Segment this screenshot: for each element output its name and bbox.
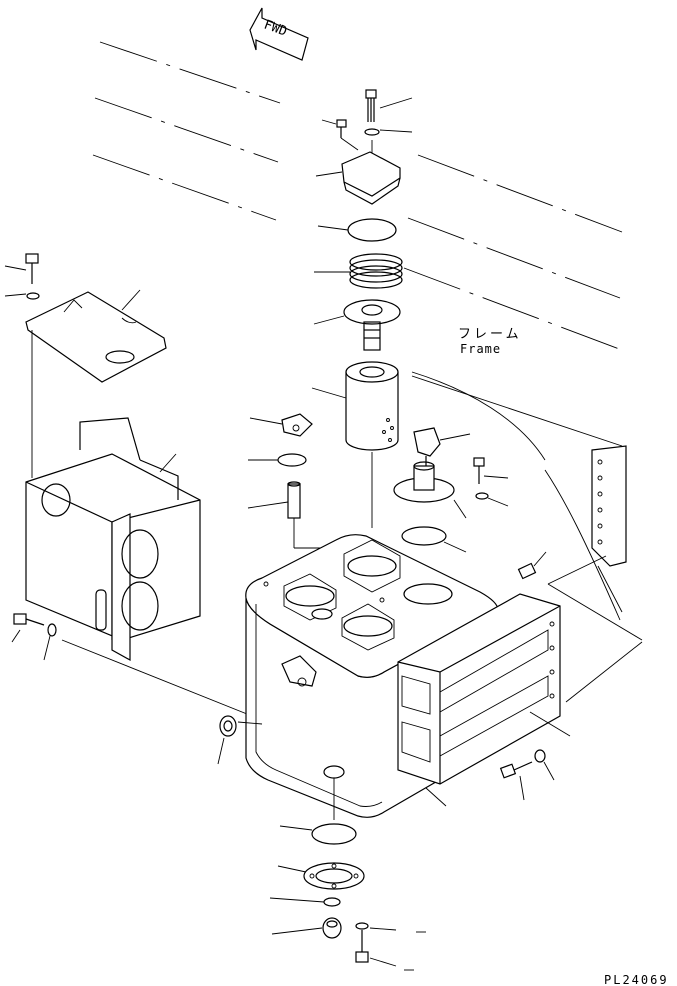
bracket-lower-washer-icon xyxy=(534,749,546,763)
small-bolt-icon xyxy=(336,119,347,138)
side-bracket-icon xyxy=(397,593,561,785)
cover-plate-icon xyxy=(25,291,167,383)
strainer-spring-icon xyxy=(349,253,403,289)
plug-icon xyxy=(517,562,537,580)
bottom-cover-icon xyxy=(303,862,365,890)
bottom-gasket-icon xyxy=(311,823,357,845)
o-ring-icon xyxy=(323,897,341,907)
mounting-plate-icon xyxy=(591,445,627,567)
frame-label-en: Frame xyxy=(460,342,501,356)
bottom-washer-icon xyxy=(355,922,369,930)
gasket-icon xyxy=(347,218,397,242)
filter-element-icon xyxy=(345,361,399,451)
drain-plug-icon xyxy=(219,715,237,737)
bolt-icon xyxy=(365,89,377,122)
suction-flange-icon xyxy=(393,461,455,503)
frame-reference-lines-right xyxy=(403,154,623,621)
flange-bolt-icon xyxy=(473,457,485,484)
bracket-washer-icon xyxy=(47,623,57,637)
breather-cap-icon xyxy=(281,413,313,437)
drawing-code: PL24069 xyxy=(604,973,669,986)
washer-icon xyxy=(364,128,380,136)
seal-ring-icon xyxy=(277,453,307,467)
frame-label-jp: フレーム xyxy=(458,327,522,342)
plate-washer-icon xyxy=(26,292,40,300)
bottom-bolt-icon xyxy=(355,930,369,963)
bracket-box-icon xyxy=(25,417,201,662)
relief-valve-icon xyxy=(413,427,441,466)
bracket-lower-bolt-icon xyxy=(499,761,533,779)
cover-flange-icon xyxy=(343,299,401,351)
flange-gasket-icon xyxy=(401,526,447,546)
frame-reference-lines-left xyxy=(92,41,281,221)
bracket-bolt-icon xyxy=(13,613,45,626)
flange-washer-icon xyxy=(475,492,489,500)
bottom-plug-icon xyxy=(322,917,342,939)
fwd-arrow-icon: FWD xyxy=(249,7,309,61)
plate-bolt-icon xyxy=(25,253,39,284)
cap-plate-icon xyxy=(341,151,401,205)
